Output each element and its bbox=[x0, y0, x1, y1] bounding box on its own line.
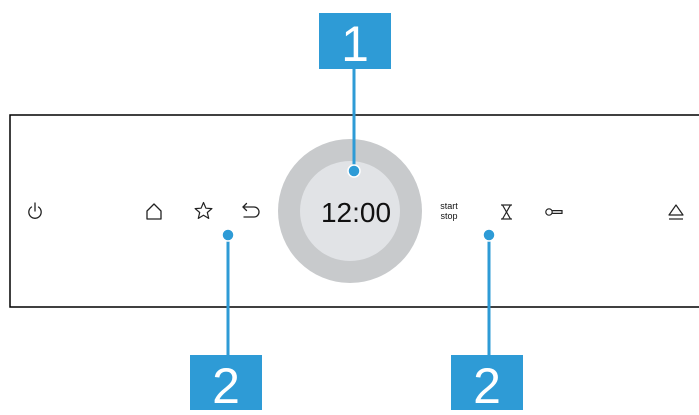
callout-1-box bbox=[319, 13, 391, 69]
start-label: start bbox=[440, 201, 458, 211]
callout-2-left-dot bbox=[221, 228, 235, 242]
callout-2-right-dot bbox=[482, 228, 496, 242]
callout-1-dot bbox=[347, 164, 361, 178]
home-icon[interactable] bbox=[146, 203, 162, 220]
display-time: 12:00 bbox=[321, 197, 391, 228]
callout-2-right-box bbox=[451, 355, 523, 410]
hourglass-icon[interactable] bbox=[501, 204, 512, 220]
callout-2-left-label: 2 bbox=[212, 358, 240, 410]
stop-label: stop bbox=[440, 211, 457, 221]
knob-display bbox=[300, 161, 400, 261]
back-icon[interactable] bbox=[242, 202, 260, 218]
start-stop-button[interactable]: start stop bbox=[440, 201, 458, 221]
callout-1-label: 1 bbox=[341, 16, 369, 72]
callout-2-right-label: 2 bbox=[473, 358, 501, 410]
callout-2-left-box bbox=[190, 355, 262, 410]
key-icon[interactable] bbox=[545, 208, 563, 216]
eject-icon[interactable] bbox=[668, 204, 684, 220]
power-icon[interactable] bbox=[28, 202, 42, 219]
star-icon[interactable] bbox=[194, 201, 213, 219]
